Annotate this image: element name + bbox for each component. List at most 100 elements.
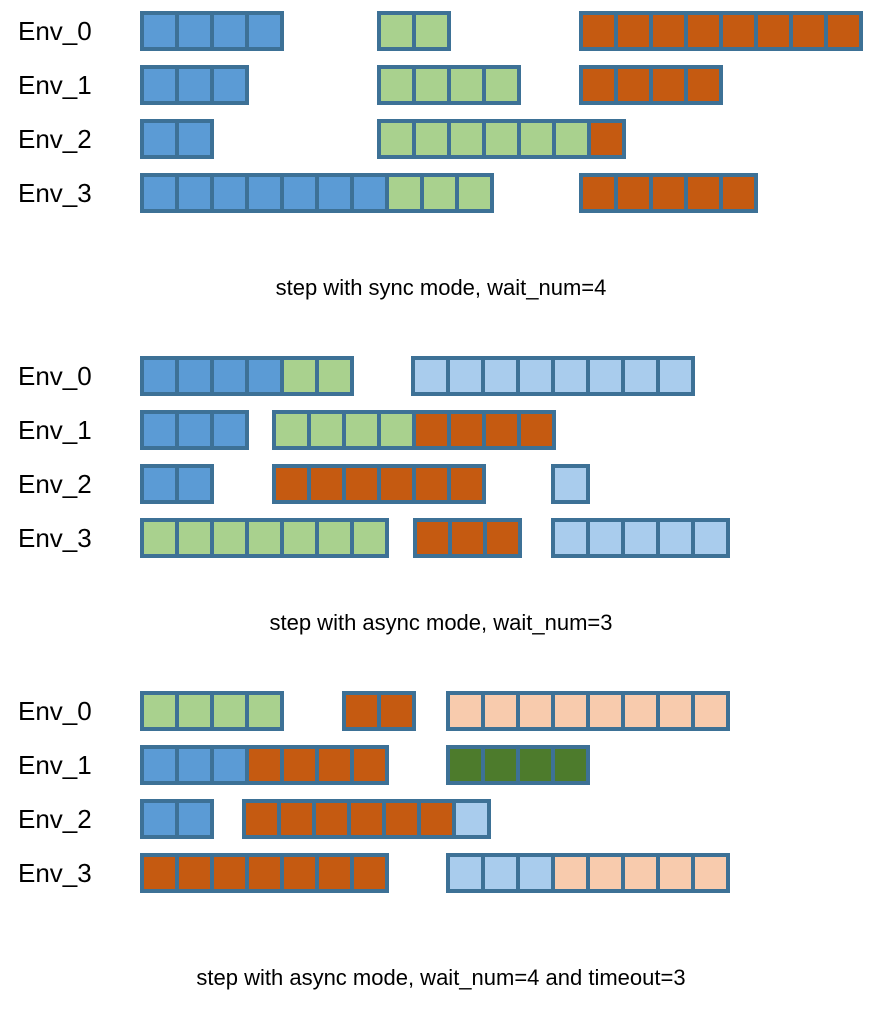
- timeline-cell-green: [319, 522, 350, 554]
- timeline-cell-green: [521, 123, 552, 155]
- timeline-row: Env_1: [0, 407, 882, 453]
- timeline-cell-peach: [590, 857, 621, 889]
- timeline-cell-light-blue: [695, 522, 726, 554]
- timeline-cell-orange: [276, 468, 307, 500]
- timeline-cell-orange: [653, 177, 684, 209]
- env-label-2: Env_2: [18, 124, 92, 154]
- env-label-1: Env_1: [18, 70, 92, 100]
- timeline-cell-green: [214, 522, 245, 554]
- timeline-block: [140, 745, 389, 785]
- timeline-cell-orange: [214, 857, 245, 889]
- timeline-row: Env_2: [0, 116, 882, 162]
- timeline-cell-blue: [179, 749, 210, 781]
- timeline-cell-orange: [284, 749, 315, 781]
- timeline-cell-orange: [421, 803, 452, 835]
- timeline-row: Env_0: [0, 353, 882, 399]
- timeline-cell-orange: [688, 69, 719, 101]
- timeline-row: Env_3: [0, 170, 882, 216]
- timeline-cell-dark-green: [485, 749, 516, 781]
- timeline-cell-blue: [214, 360, 245, 392]
- timeline-cell-orange: [591, 123, 622, 155]
- timeline-cell-orange: [319, 857, 350, 889]
- timeline-block: [140, 173, 494, 213]
- timeline-cell-peach: [520, 695, 551, 727]
- timeline-cell-light-blue: [660, 522, 691, 554]
- timeline-block: [411, 356, 695, 396]
- timeline-cell-blue: [284, 177, 315, 209]
- timeline-cell-orange: [618, 69, 649, 101]
- timeline-cell-green: [354, 522, 385, 554]
- timeline-cell-green: [381, 69, 412, 101]
- timeline-block: [579, 65, 723, 105]
- timeline-cell-blue: [179, 468, 210, 500]
- timeline-cell-green: [284, 360, 315, 392]
- timeline-cell-orange: [246, 803, 277, 835]
- timeline-cell-peach: [450, 695, 481, 727]
- timeline-cell-orange: [758, 15, 789, 47]
- timeline-cell-green: [144, 695, 175, 727]
- timeline-row: Env_3: [0, 850, 882, 896]
- env-label-0: Env_0: [18, 361, 92, 391]
- timeline-block: [272, 410, 556, 450]
- timeline-cell-green: [381, 414, 412, 446]
- timeline-cell-orange: [723, 177, 754, 209]
- timeline-cell-peach: [660, 857, 691, 889]
- timeline-cell-light-blue: [660, 360, 691, 392]
- timeline-cell-green: [346, 414, 377, 446]
- timeline-cell-green: [459, 177, 490, 209]
- timeline-cell-blue: [249, 360, 280, 392]
- timeline-cell-orange: [653, 15, 684, 47]
- timeline-block: [242, 799, 491, 839]
- panel-caption-2: step with async mode, wait_num=4 and tim…: [196, 965, 686, 990]
- env-label-1: Env_1: [18, 415, 92, 445]
- timeline-cell-light-blue: [625, 360, 656, 392]
- timeline-cell-green: [451, 69, 482, 101]
- timeline-cell-green: [416, 123, 447, 155]
- timeline-cell-blue: [214, 177, 245, 209]
- env-label-3: Env_3: [18, 858, 92, 888]
- timeline-cell-peach: [625, 695, 656, 727]
- timeline-cell-peach: [695, 857, 726, 889]
- timeline-cell-orange: [618, 177, 649, 209]
- timeline-cell-orange: [144, 857, 175, 889]
- env-label-2: Env_2: [18, 469, 92, 499]
- timeline-cell-green: [416, 15, 447, 47]
- timeline-cell-light-blue: [590, 522, 621, 554]
- timeline-cell-light-blue: [450, 857, 481, 889]
- timeline-cell-light-blue: [555, 360, 586, 392]
- timeline-cell-blue: [144, 177, 175, 209]
- timeline-cell-orange: [311, 468, 342, 500]
- timeline-cell-light-blue: [555, 468, 586, 500]
- timeline-cell-orange: [583, 15, 614, 47]
- timeline-cell-blue: [319, 177, 350, 209]
- timeline-block: [140, 691, 284, 731]
- timeline-cell-blue: [144, 468, 175, 500]
- timeline-cell-green: [249, 522, 280, 554]
- timeline-block: [140, 799, 214, 839]
- timeline-block: [551, 518, 730, 558]
- timeline-cell-green: [284, 522, 315, 554]
- timeline-cell-orange: [521, 414, 552, 446]
- timeline-cell-green: [179, 695, 210, 727]
- timeline-block: [140, 65, 249, 105]
- timeline-cell-orange: [688, 15, 719, 47]
- timeline-block: [140, 410, 249, 450]
- timeline-cell-orange: [284, 857, 315, 889]
- timeline-cell-orange: [381, 695, 412, 727]
- timeline-cell-light-blue: [450, 360, 481, 392]
- timeline-cell-orange: [487, 522, 518, 554]
- timeline-block: [140, 464, 214, 504]
- timeline-cell-blue: [144, 803, 175, 835]
- timeline-block: [446, 745, 590, 785]
- timeline-cell-green: [486, 69, 517, 101]
- timeline-cell-light-blue: [520, 360, 551, 392]
- timeline-cell-orange: [688, 177, 719, 209]
- timeline-cell-blue: [214, 749, 245, 781]
- env-label-3: Env_3: [18, 178, 92, 208]
- timeline-block: [272, 464, 486, 504]
- timeline-cell-orange: [381, 468, 412, 500]
- timeline-cell-dark-green: [450, 749, 481, 781]
- timeline-block: [140, 518, 389, 558]
- env-label-2: Env_2: [18, 804, 92, 834]
- timeline-cell-blue: [144, 360, 175, 392]
